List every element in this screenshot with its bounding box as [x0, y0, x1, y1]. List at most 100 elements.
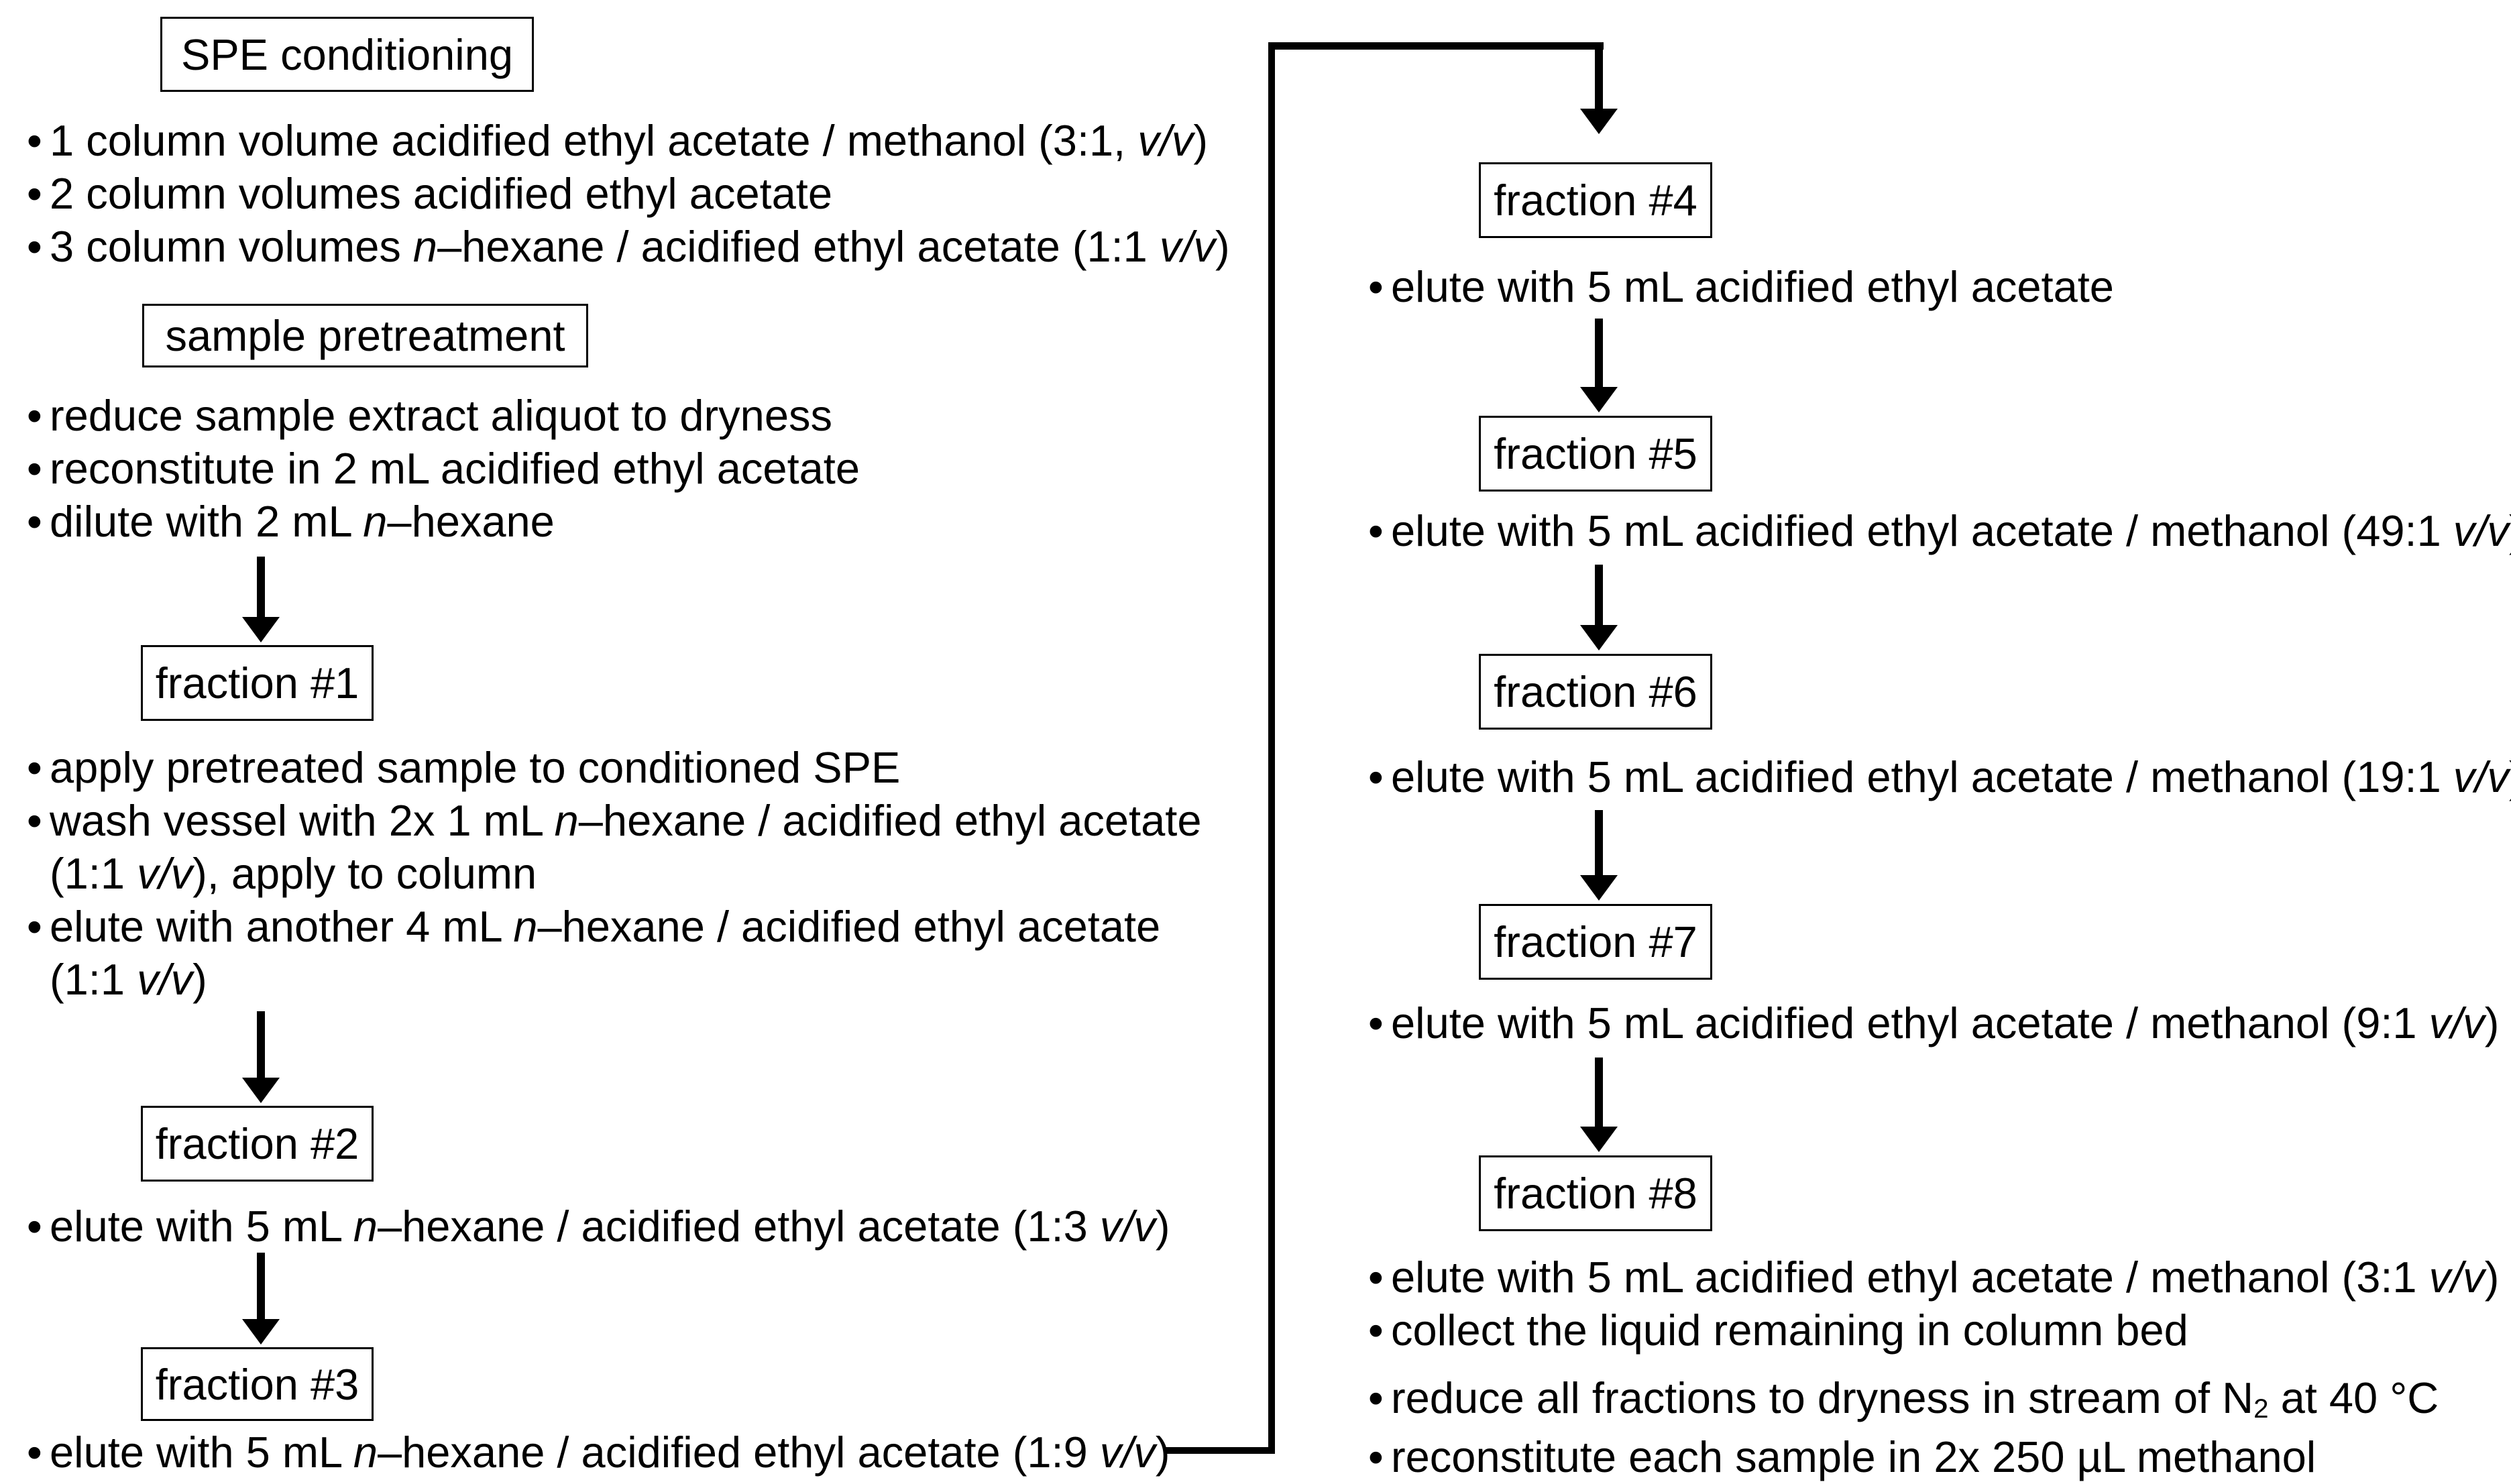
bullet-dot: • [1368, 506, 1384, 555]
italic-text: n [513, 902, 538, 951]
spe-conditioning-label: SPE conditioning [180, 30, 514, 79]
fraction-6-to-fraction-7-down-arrow-icon [1580, 810, 1618, 901]
arrowhead-icon [1580, 109, 1618, 134]
plain-text: 2 column volumes acidified ethyl acetate [50, 169, 833, 218]
plain-text: ) [1155, 1202, 1170, 1251]
italic-text: v/v [2453, 752, 2509, 801]
arrow-shaft [257, 1253, 265, 1319]
spe-conditioning-box: SPE conditioning [160, 17, 534, 92]
plain-text: reduce sample extract aliquot to dryness [50, 391, 832, 440]
bullet-dot: • [27, 1428, 42, 1477]
fraction-7-box: fraction #7 [1479, 904, 1712, 980]
sample-pretreatment-box: sample pretreatment [142, 304, 588, 367]
fraction-2-to-fraction-3-down-arrow-icon [242, 1253, 280, 1345]
fraction-8-label: fraction #8 [1494, 1169, 1697, 1218]
plain-text: ) [2509, 506, 2511, 555]
bullet-item: •3 column volumes n–hexane / acidified e… [27, 220, 1230, 273]
bullet-item: •elute with another 4 mL n–hexane / acid… [27, 900, 1201, 1006]
plain-text: (1:1 [50, 955, 137, 1004]
italic-text: v/v [2429, 998, 2485, 1047]
fraction-6-label: fraction #6 [1494, 667, 1697, 716]
arrowhead-icon [242, 1078, 280, 1103]
plain-text: elute with 5 mL [50, 1428, 353, 1477]
connector-bottom-horizontal [1164, 1447, 1275, 1454]
italic-text: v/v [2453, 506, 2509, 555]
plain-text: wash vessel with 2x 1 mL [50, 796, 555, 845]
bullet-dot: • [27, 902, 42, 951]
plain-text: 3 column volumes [50, 222, 413, 271]
italic-text: v/v [1099, 1202, 1156, 1251]
plain-text: reduce all fractions to dryness in strea… [1391, 1373, 2254, 1422]
plain-text: elute with 5 mL acidified ethyl acetate … [1391, 506, 2453, 555]
sample-pretreatment-steps-list: •reduce sample extract aliquot to drynes… [27, 389, 860, 548]
fraction-5-to-fraction-6-down-arrow-icon [1580, 565, 1618, 650]
italic-text: n [554, 796, 579, 845]
bullet-dot: • [1368, 998, 1384, 1047]
plain-text: ), apply to column [192, 849, 537, 898]
arrowhead-icon [1580, 625, 1618, 650]
bullet-dot: • [27, 391, 42, 440]
spe-conditioning-steps-list: •1 column volume acidified ethyl acetate… [27, 114, 1230, 273]
bullet-item: •elute with 5 mL acidified ethyl acetate… [1368, 1251, 2499, 1304]
final-workup-steps-list: •reduce all fractions to dryness in stre… [1368, 1371, 2439, 1483]
plain-text: at 40 °C [2268, 1373, 2439, 1422]
italic-text: v/v [1099, 1428, 1156, 1477]
fraction-4-box: fraction #4 [1479, 162, 1712, 238]
bullet-item: •elute with 5 mL acidified ethyl acetate [1368, 260, 2114, 313]
spe-conditioning-steps: •1 column volume acidified ethyl acetate… [27, 114, 1230, 273]
plain-text: –hexane / acidified ethyl acetate (1:9 [377, 1428, 1100, 1477]
arrow-shaft [1595, 810, 1603, 875]
arrowhead-icon [1580, 387, 1618, 412]
bullet-item: •elute with 5 mL acidified ethyl acetate… [1368, 504, 2511, 557]
bullet-dot: • [1368, 1432, 1384, 1481]
bullet-item: •reduce all fractions to dryness in stre… [1368, 1371, 2439, 1430]
bullet-dot: • [1368, 1306, 1384, 1355]
bullet-item: •1 column volume acidified ethyl acetate… [27, 114, 1230, 167]
bullet-dot: • [1368, 752, 1384, 801]
fraction-8-steps-list: •elute with 5 mL acidified ethyl acetate… [1368, 1251, 2499, 1357]
fraction-3-box: fraction #3 [141, 1347, 374, 1421]
connector-vertical [1268, 42, 1275, 1454]
bullet-item: •elute with 5 mL acidified ethyl acetate… [1368, 996, 2499, 1049]
arrow-shaft [1595, 1058, 1603, 1127]
arrowhead-icon [242, 1319, 280, 1345]
bullet-dot: • [27, 1202, 42, 1251]
plain-text: ) [192, 955, 207, 1004]
arrow-shaft [1595, 319, 1603, 387]
fraction-4-steps-list: •elute with 5 mL acidified ethyl acetate [1368, 260, 2114, 313]
plain-text: –hexane / acidified ethyl acetate [578, 796, 1202, 845]
bullet-dot: • [27, 116, 42, 165]
plain-text: collect the liquid remaining in column b… [1391, 1306, 2188, 1355]
plain-text: –hexane / acidified ethyl acetate (1:1 [437, 222, 1160, 271]
bullet-item: •wash vessel with 2x 1 mL n–hexane / aci… [27, 794, 1201, 900]
bullet-dot: • [1368, 1253, 1384, 1302]
italic-text: n [363, 497, 388, 546]
fraction-2-steps: •elute with 5 mL n–hexane / acidified et… [27, 1200, 1170, 1253]
bullet-item: •reduce sample extract aliquot to drynes… [27, 389, 860, 442]
final-workup-steps: •reduce all fractions to dryness in stre… [1368, 1371, 2439, 1483]
fraction-7-steps-list: •elute with 5 mL acidified ethyl acetate… [1368, 996, 2499, 1049]
sample-pretreatment-steps: •reduce sample extract aliquot to drynes… [27, 389, 860, 548]
bullet-dot: • [27, 444, 42, 493]
fraction-2-steps-list: •elute with 5 mL n–hexane / acidified et… [27, 1200, 1170, 1253]
fraction-1-label: fraction #1 [155, 659, 359, 707]
italic-text: v/v [1159, 222, 1215, 271]
subscript-text: 2 [2253, 1393, 2269, 1424]
italic-text: n [353, 1202, 378, 1251]
plain-text: –hexane / acidified ethyl acetate [537, 902, 1161, 951]
fraction-3-steps-list: •elute with 5 mL n–hexane / acidified et… [27, 1426, 1170, 1479]
italic-text: v/v [1137, 116, 1194, 165]
plain-text: elute with 5 mL acidified ethyl acetate … [1391, 998, 2429, 1047]
plain-text: (1:1 [50, 849, 137, 898]
plain-text: ) [1193, 116, 1208, 165]
arrow-shaft [257, 1011, 265, 1078]
bullet-item: •apply pretreated sample to conditioned … [27, 741, 1201, 794]
italic-text: n [412, 222, 438, 271]
arrowhead-icon [1580, 1127, 1618, 1152]
plain-text: reconstitute each sample in 2x 250 µL me… [1391, 1432, 2317, 1481]
bullet-item: •elute with 5 mL n–hexane / acidified et… [27, 1200, 1170, 1253]
plain-text: ) [1215, 222, 1230, 271]
bullet-item: •elute with 5 mL n–hexane / acidified et… [27, 1426, 1170, 1479]
fraction-8-steps: •elute with 5 mL acidified ethyl acetate… [1368, 1251, 2499, 1357]
